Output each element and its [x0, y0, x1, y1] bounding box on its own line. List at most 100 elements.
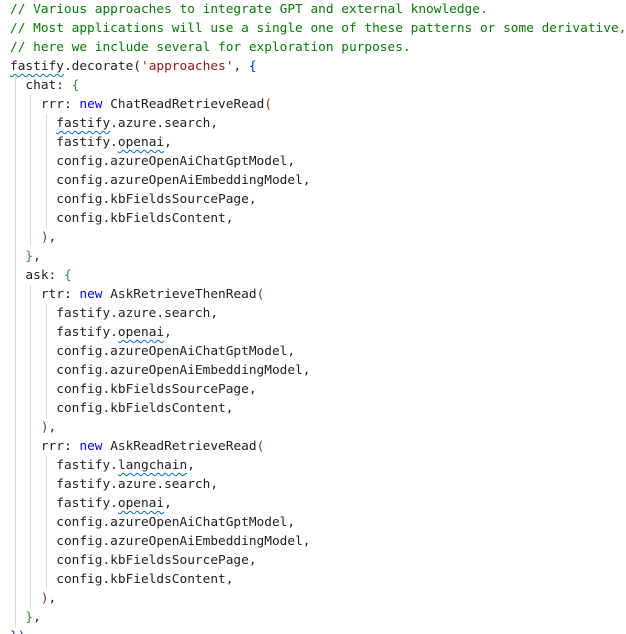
- code-line[interactable]: config.kbFieldsContent,: [10, 399, 626, 418]
- code-line[interactable]: fastify.openai,: [10, 133, 626, 152]
- code-token-brace-3: (: [256, 287, 265, 302]
- code-line[interactable]: config.kbFieldsSourcePage,: [10, 551, 626, 570]
- code-token-default: ,: [48, 420, 57, 435]
- code-token-default: ,: [48, 230, 57, 245]
- code-token-default: fastify.azure.search,: [56, 477, 219, 492]
- code-token-comment: // Various approaches to integrate GPT a…: [10, 2, 488, 17]
- code-token-warning: fastify: [10, 59, 64, 74]
- code-line[interactable]: }): [10, 627, 626, 634]
- code-token-default: config.azureOpenAiEmbeddingModel,: [56, 173, 311, 188]
- code-token-brace-1: {: [248, 59, 257, 74]
- code-line[interactable]: config.kbFieldsContent,: [10, 570, 626, 589]
- indent-whitespace: [10, 363, 56, 378]
- code-line[interactable]: fastify.openai,: [10, 494, 626, 513]
- indent-whitespace: [10, 515, 56, 530]
- code-line[interactable]: config.azureOpenAiEmbeddingModel,: [10, 361, 626, 380]
- indent-whitespace: [10, 439, 41, 454]
- code-line[interactable]: config.azureOpenAiEmbeddingModel,: [10, 171, 626, 190]
- code-token-default: ,: [187, 458, 195, 473]
- code-line[interactable]: rtr: new AskRetrieveThenRead(: [10, 285, 626, 304]
- code-line[interactable]: config.azureOpenAiChatGptModel,: [10, 342, 626, 361]
- indent-whitespace: [10, 249, 25, 264]
- code-token-default: ChatReadRetrieveRead: [102, 97, 265, 112]
- code-line[interactable]: fastify.openai,: [10, 323, 626, 342]
- code-line[interactable]: // here we include several for explorati…: [10, 38, 626, 57]
- code-token-comment: // Most applications will use a single o…: [10, 21, 626, 36]
- code-token-string: 'approaches': [140, 59, 234, 74]
- indent-whitespace: [10, 268, 25, 283]
- code-token-brace-2: {: [63, 268, 72, 283]
- code-token-default: config.kbFieldsSourcePage,: [56, 382, 257, 397]
- code-line[interactable]: ),: [10, 418, 626, 437]
- indent-whitespace: [10, 78, 25, 93]
- code-line[interactable]: fastify.langchain,: [10, 456, 626, 475]
- code-line[interactable]: config.kbFieldsSourcePage,: [10, 380, 626, 399]
- code-line[interactable]: // Most applications will use a single o…: [10, 19, 626, 38]
- code-line[interactable]: },: [10, 608, 626, 627]
- indent-whitespace: [10, 97, 41, 112]
- code-token-default: config.azureOpenAiChatGptModel,: [56, 344, 296, 359]
- indent-whitespace: [10, 325, 56, 340]
- indent-whitespace: [10, 534, 56, 549]
- code-token-default: .decorate(: [63, 59, 141, 74]
- indent-whitespace: [10, 230, 41, 245]
- indent-whitespace: [10, 173, 56, 188]
- code-token-default: ask:: [25, 268, 64, 283]
- code-token-warning: fastify: [56, 116, 111, 131]
- code-token-default: config.kbFieldsSourcePage,: [56, 553, 257, 568]
- code-line[interactable]: fastify.decorate('approaches', {: [10, 57, 626, 76]
- code-token-default: .azure.search,: [110, 116, 219, 131]
- code-token-default: ,: [233, 59, 249, 74]
- code-token-default: config.azureOpenAiEmbeddingModel,: [56, 363, 311, 378]
- code-line[interactable]: config.azureOpenAiChatGptModel,: [10, 513, 626, 532]
- code-token-default: config.azureOpenAiEmbeddingModel,: [56, 534, 311, 549]
- code-token-default: fastify.: [56, 325, 118, 340]
- code-token-comment: // here we include several for explorati…: [10, 40, 411, 55]
- indent-guide: [30, 285, 31, 608]
- code-token-default: ,: [164, 496, 172, 511]
- indent-whitespace: [10, 116, 56, 131]
- code-token-default: rrr:: [40, 439, 80, 454]
- code-line[interactable]: fastify.azure.search,: [10, 475, 626, 494]
- indent-whitespace: [10, 420, 41, 435]
- indent-guide: [15, 76, 16, 627]
- indent-guide: [46, 304, 47, 418]
- code-token-default: ,: [33, 610, 41, 625]
- code-token-default: config.kbFieldsSourcePage,: [56, 192, 257, 207]
- code-line[interactable]: rrr: new ChatReadRetrieveRead(: [10, 95, 626, 114]
- code-token-brace-2: {: [71, 78, 80, 93]
- code-line[interactable]: config.kbFieldsSourcePage,: [10, 190, 626, 209]
- code-line[interactable]: rrr: new AskReadRetrieveRead(: [10, 437, 626, 456]
- code-line[interactable]: fastify.azure.search,: [10, 114, 626, 133]
- code-token-default: fastify.: [56, 458, 118, 473]
- code-token-brace-3: ): [40, 420, 49, 435]
- code-content[interactable]: // Various approaches to integrate GPT a…: [10, 0, 626, 634]
- code-token-warning: openai: [117, 325, 165, 340]
- code-token-default: config.kbFieldsContent,: [56, 401, 234, 416]
- code-line[interactable]: ),: [10, 228, 626, 247]
- code-token-default: ,: [164, 135, 172, 150]
- indent-whitespace: [10, 610, 25, 625]
- indent-whitespace: [10, 382, 56, 397]
- code-line[interactable]: // Various approaches to integrate GPT a…: [10, 0, 626, 19]
- code-line[interactable]: },: [10, 247, 626, 266]
- code-line[interactable]: chat: {: [10, 76, 626, 95]
- code-token-keyword: new: [79, 97, 103, 112]
- code-token-default: AskReadRetrieveRead: [102, 439, 257, 454]
- code-token-default: rtr:: [40, 287, 80, 302]
- indent-whitespace: [10, 572, 56, 587]
- code-token-brace-3: ): [40, 591, 49, 606]
- indent-whitespace: [10, 211, 56, 226]
- code-token-default: config.kbFieldsContent,: [56, 211, 234, 226]
- code-line[interactable]: config.kbFieldsContent,: [10, 209, 626, 228]
- code-line[interactable]: fastify.azure.search,: [10, 304, 626, 323]
- code-line[interactable]: ),: [10, 589, 626, 608]
- indent-whitespace: [10, 496, 56, 511]
- code-token-default: fastify.: [56, 135, 118, 150]
- code-line[interactable]: config.azureOpenAiEmbeddingModel,: [10, 532, 626, 551]
- code-token-brace-3: (: [256, 439, 265, 454]
- code-line[interactable]: ask: {: [10, 266, 626, 285]
- code-token-default: chat:: [25, 78, 72, 93]
- code-line[interactable]: config.azureOpenAiChatGptModel,: [10, 152, 626, 171]
